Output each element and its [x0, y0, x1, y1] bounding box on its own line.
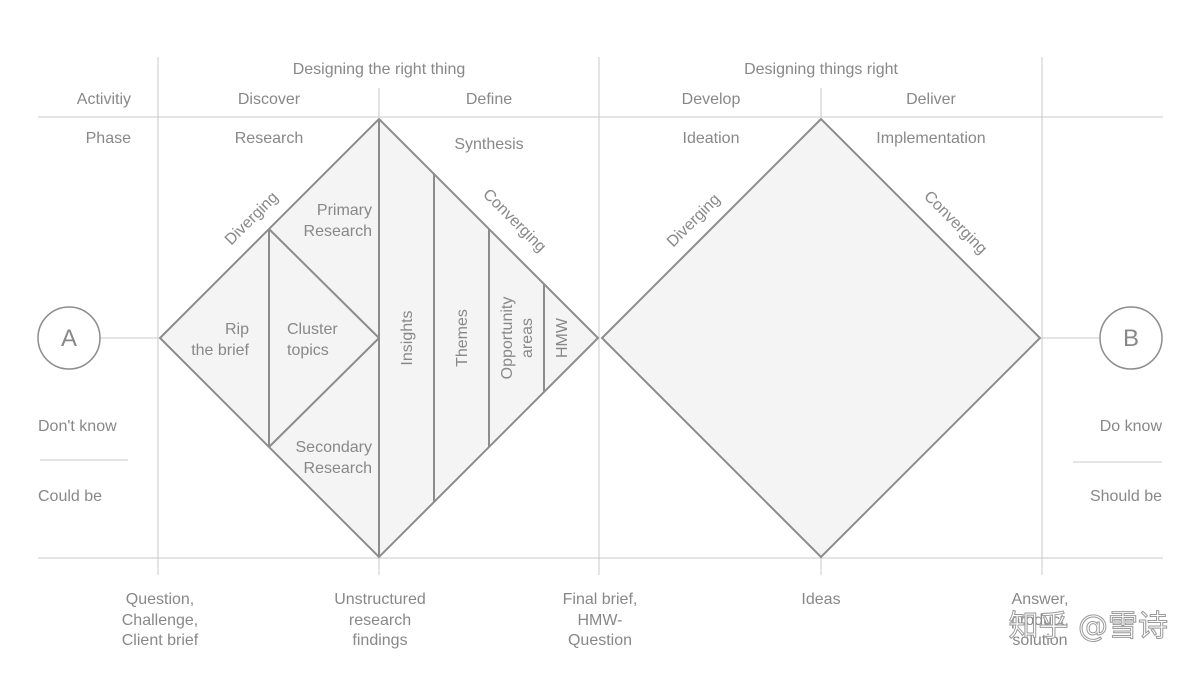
- label-themes: Themes: [454, 309, 471, 367]
- end-point-b: [1099, 306, 1163, 370]
- watermark: 知乎 @雪诗: [1008, 609, 1168, 644]
- row-label-activity: Activitiy: [77, 91, 131, 108]
- label-cluster-topics-1: Cluster: [287, 321, 338, 338]
- activity-define: Define: [466, 91, 512, 108]
- section-left-title: Designing the right thing: [293, 61, 466, 78]
- row-label-phase: Phase: [86, 130, 131, 147]
- output-final-brief-1: Final brief,: [563, 591, 638, 608]
- label-cluster-topics-2: topics: [287, 342, 329, 359]
- label-should-be: Should be: [1090, 488, 1162, 505]
- output-final-brief-2: HMW-: [577, 612, 622, 629]
- output-question-3: Client brief: [122, 632, 199, 649]
- output-question-1: Question,: [126, 591, 194, 608]
- end-letter: B: [1123, 325, 1139, 352]
- output-unstructured-3: findings: [352, 632, 407, 649]
- output-answer-3: solution: [1012, 632, 1067, 649]
- divider-primary: [268, 228, 380, 339]
- activity-discover: Discover: [238, 91, 301, 108]
- label-dont-know: Don't know: [38, 418, 117, 435]
- label-primary-research-2: Research: [304, 223, 372, 240]
- label-do-know: Do know: [1100, 418, 1163, 435]
- label-secondary-research-1: Secondary: [296, 439, 373, 456]
- output-question-2: Challenge,: [122, 612, 199, 629]
- start-letter: A: [61, 325, 77, 352]
- phase-research: Research: [235, 130, 303, 147]
- label-rip-brief-1: Rip: [225, 321, 249, 338]
- label-secondary-research-2: Research: [304, 460, 372, 477]
- label-rip-brief-2: the brief: [191, 342, 249, 359]
- diamond-develop-deliver: [600, 117, 1042, 559]
- label-insights: Insights: [399, 310, 416, 365]
- start-point-a: [37, 306, 101, 370]
- output-unstructured-2: research: [349, 612, 411, 629]
- phase-ideation: Ideation: [683, 130, 740, 147]
- output-answer-1: Answer,: [1012, 591, 1069, 608]
- diamond-discover-define: [158, 117, 600, 559]
- output-final-brief-3: Question: [568, 632, 632, 649]
- label-opportunity: Opportunity: [499, 297, 516, 380]
- output-ideas: Ideas: [801, 591, 840, 608]
- output-unstructured-1: Unstructured: [334, 591, 426, 608]
- activity-deliver: Deliver: [906, 91, 956, 108]
- output-answer-2: product,: [1011, 612, 1069, 629]
- section-right-title: Designing things right: [744, 61, 898, 78]
- activity-develop: Develop: [682, 91, 741, 108]
- phase-implementation: Implementation: [876, 130, 985, 147]
- label-areas: areas: [519, 318, 536, 358]
- phase-synthesis: Synthesis: [454, 136, 523, 153]
- label-hmw: HMW: [554, 317, 571, 358]
- grid-lines: [38, 57, 1163, 575]
- label-could-be: Could be: [38, 488, 102, 505]
- label-primary-research-1: Primary: [317, 202, 372, 219]
- divider-secondary: [268, 337, 380, 448]
